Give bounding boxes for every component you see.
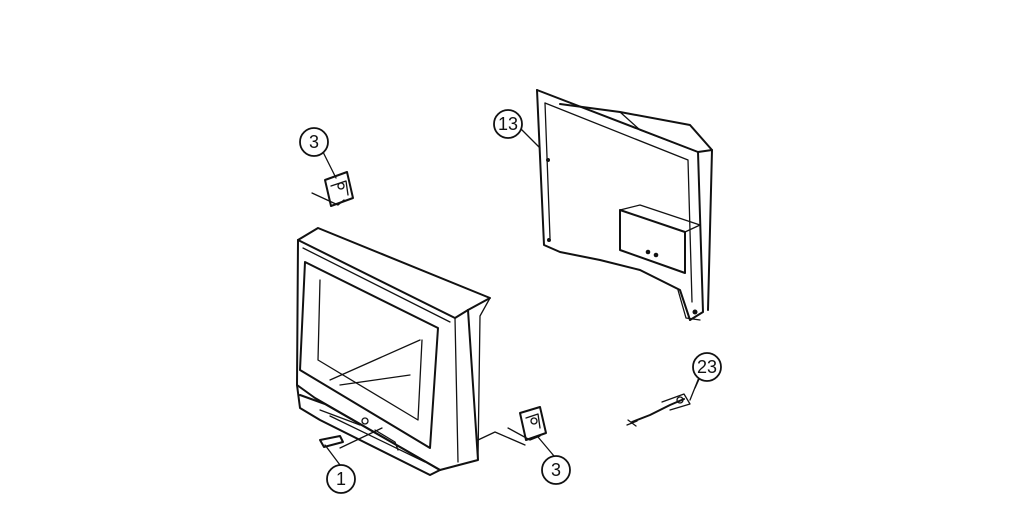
callout-label: 1 — [336, 469, 346, 489]
callout-3-upper: 3 — [299, 127, 329, 157]
bracket-part-upper — [311, 171, 354, 207]
bracket-part-lower — [507, 406, 547, 441]
callout-label: 3 — [309, 132, 319, 152]
callout-label: 3 — [551, 460, 561, 480]
rear-cabinet-part — [536, 89, 713, 321]
callout-13: 13 — [493, 109, 523, 139]
callout-23: 23 — [692, 352, 722, 382]
cable-part — [626, 374, 701, 427]
front-cabinet — [296, 227, 526, 476]
leader-lines — [322, 127, 701, 466]
callout-3-lower: 3 — [541, 455, 571, 485]
callout-label: 13 — [498, 114, 518, 134]
callout-label: 23 — [697, 357, 717, 377]
callout-1: 1 — [326, 464, 356, 494]
